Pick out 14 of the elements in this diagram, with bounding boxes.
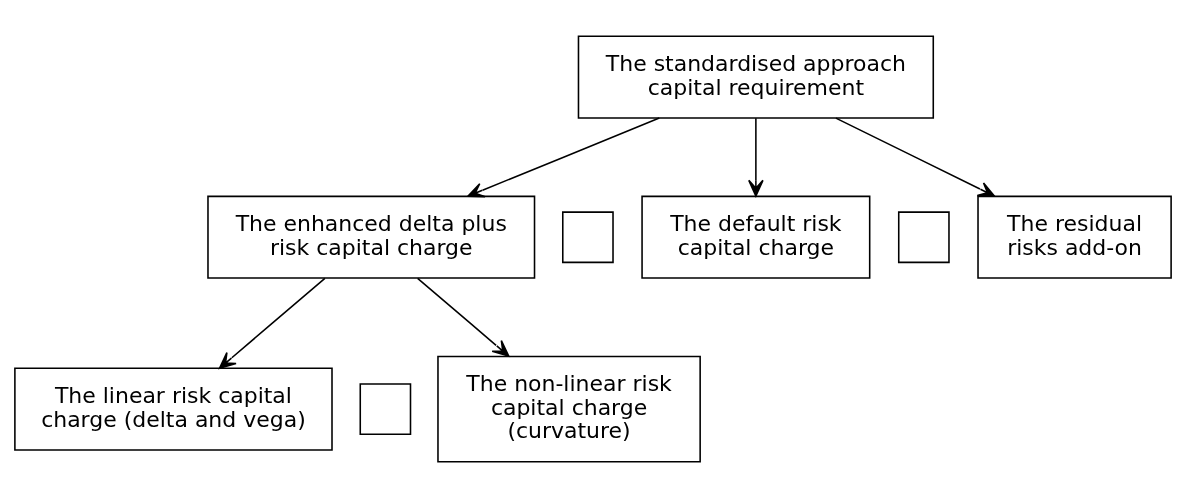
arrow [748, 117, 764, 197]
node-plus [359, 382, 412, 435]
node-box: The residual risks add-on [977, 195, 1172, 279]
arrow [218, 277, 326, 369]
node-box: The enhanced delta plus risk capital charge [207, 195, 536, 279]
node-box: The default risk capital charge [641, 195, 871, 279]
arrow [467, 116, 661, 198]
node-box: The linear risk capital charge (delta and vega) [14, 367, 333, 451]
node-box: The standardised approach capital requirement [577, 35, 935, 119]
node-plus [562, 210, 614, 263]
node-plus [897, 210, 950, 263]
node-box: The non-linear risk capital charge (curvature) [437, 355, 701, 462]
arrow [835, 116, 996, 197]
arrow [416, 277, 510, 357]
